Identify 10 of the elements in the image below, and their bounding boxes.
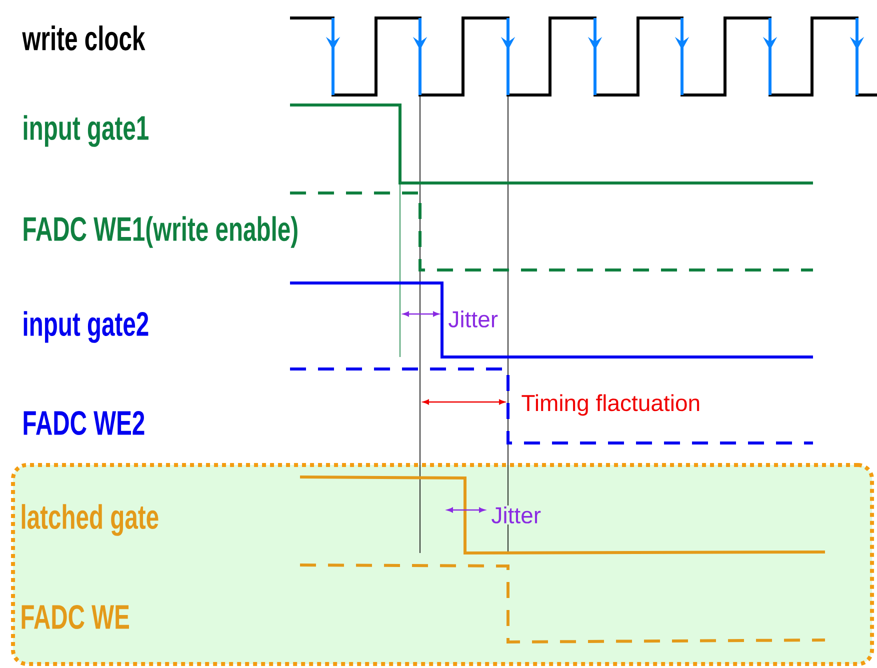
signal-name: input gate2 xyxy=(24,311,148,343)
signal-name: latched gate xyxy=(22,504,158,536)
annotation: Timing flactuation xyxy=(522,394,700,416)
annotation: Jitter xyxy=(492,506,541,524)
signal-name: FADC WE xyxy=(22,604,129,630)
highlight-box xyxy=(11,463,874,666)
signal-name: write clock xyxy=(22,26,146,50)
annotation: Jitter xyxy=(448,310,498,328)
signal-name: FADC WE1(write enable) xyxy=(24,216,298,248)
signal-name: input gate1 xyxy=(24,115,148,147)
